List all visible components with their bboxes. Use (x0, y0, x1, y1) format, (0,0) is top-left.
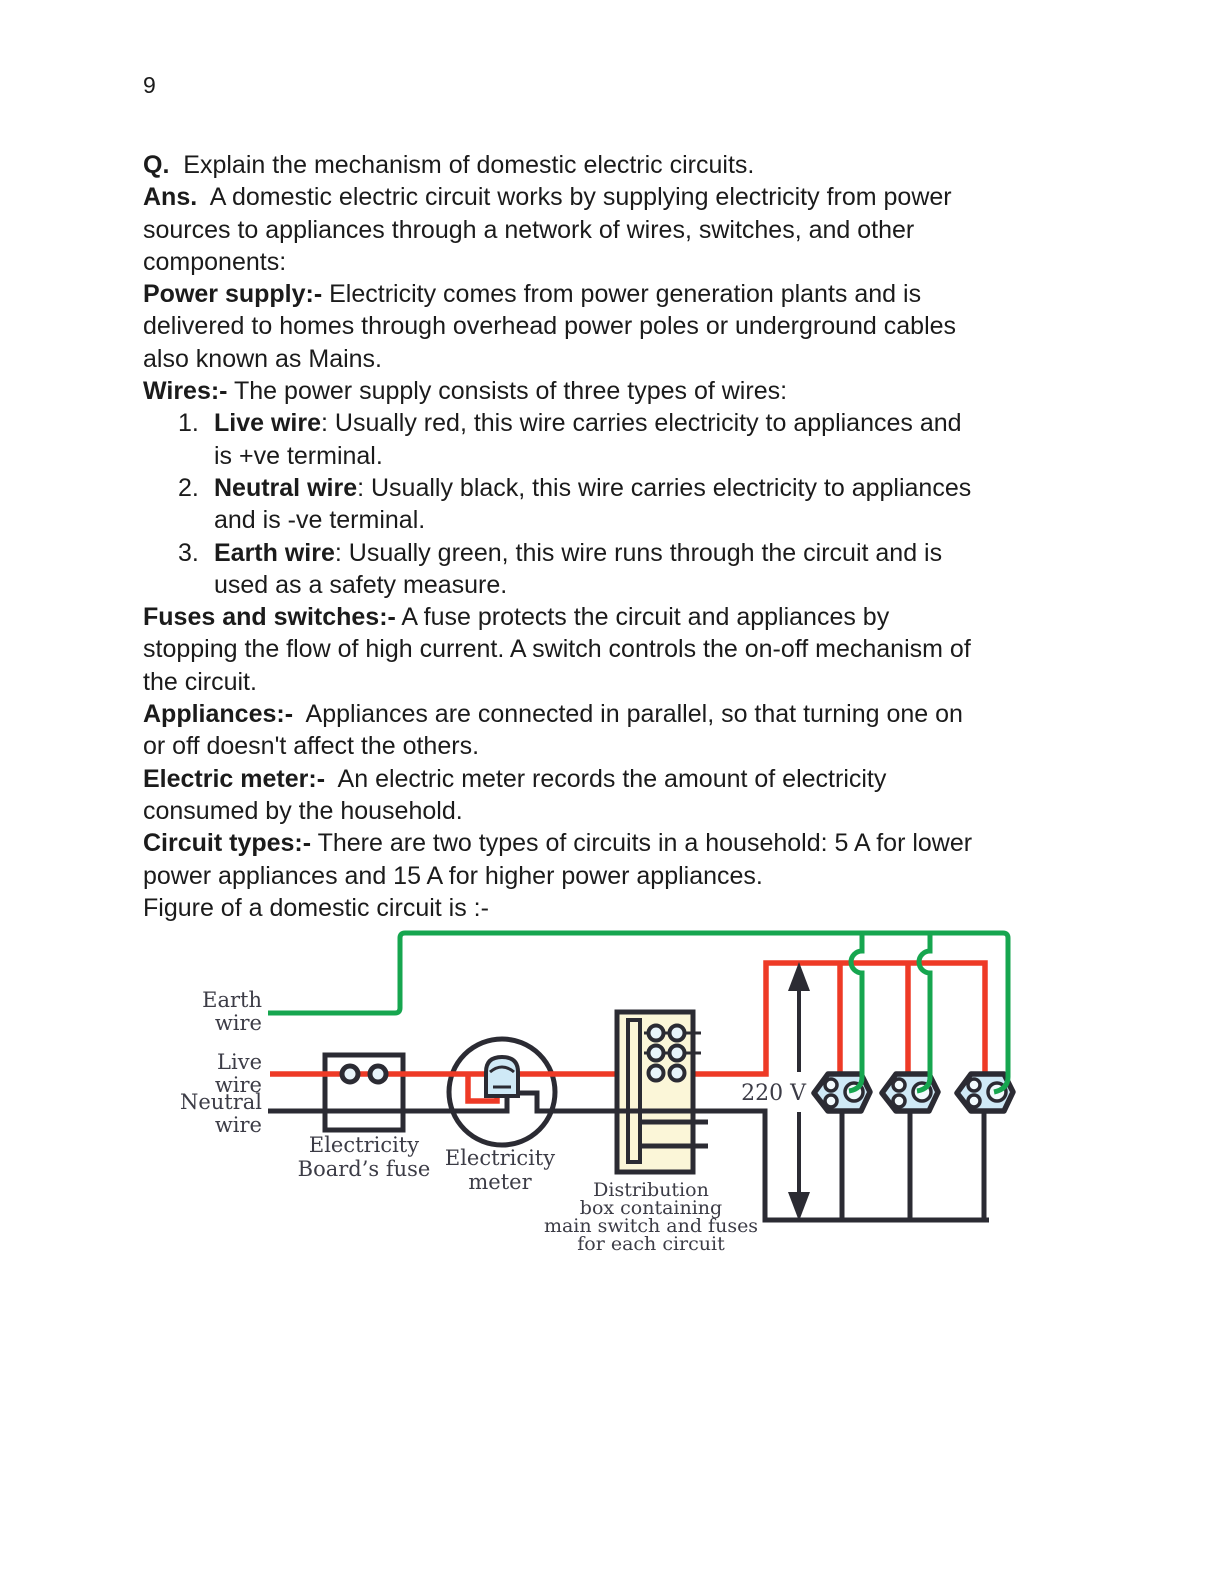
neutral-wire-label-2: wire (215, 1113, 262, 1137)
socket-2 (879, 1071, 941, 1114)
list-number: 3. (178, 538, 199, 567)
diagram-labels: Earth wire Live wire Neutral wire Electr… (180, 988, 807, 1255)
text-line: 3.Earth wire: Usually green, this wire r… (143, 537, 972, 569)
distribution-box-label-2: box containing (580, 1197, 722, 1219)
text-line: Figure of a domestic circuit is :- (143, 893, 489, 922)
text-line: Q. Explain the mechanism of domestic ele… (143, 151, 755, 179)
text-line: is +ve terminal. (214, 441, 383, 470)
live-wire-label: Live (217, 1050, 262, 1074)
text-line: Circuit types:- There are two types of c… (143, 829, 973, 858)
socket-1 (811, 1071, 873, 1114)
meter-element (484, 1054, 520, 1098)
meter-dial-arc (489, 1065, 515, 1074)
text-line: components: (143, 247, 287, 276)
list-number: 1. (178, 409, 199, 438)
arrowhead-down (788, 1192, 810, 1221)
text-line: and is -ve terminal. (214, 506, 426, 535)
text-line: or off doesn't affect the others. (143, 732, 480, 761)
earth-wire-drop-2 (916, 933, 933, 1094)
main-switch-bar (626, 1018, 642, 1164)
socket-holes (966, 1077, 1008, 1109)
distribution-box-label-4: for each circuit (577, 1233, 725, 1255)
voltage-arrow (788, 962, 810, 1221)
text-line: stopping the flow of high current. A swi… (143, 635, 971, 664)
domestic-circuit-diagram: Earth wire Live wire Neutral wire Electr… (180, 930, 1016, 1255)
voltage-label: 220 V (741, 1081, 807, 1106)
text-line: Ans. A domestic electric circuit works b… (143, 183, 952, 212)
text-line: 1.Live wire: Usually red, this wire carr… (143, 407, 972, 439)
electricity-board-fuse-box (322, 1052, 406, 1133)
text-line: 2.Neutral wire: Usually black, this wire… (143, 472, 972, 504)
distribution-box (614, 1009, 708, 1175)
earth-wire-label-2: wire (215, 1011, 262, 1035)
neutral-wire-path (268, 1090, 989, 1223)
neutral-wire-label: Neutral (180, 1090, 262, 1114)
text-line: Electric meter:- An electric meter recor… (143, 764, 887, 793)
meter-label: Electricity (445, 1146, 555, 1170)
text-line: Appliances:- Appliances are connected in… (143, 700, 963, 729)
meter-label-2: meter (468, 1170, 532, 1194)
text-line: also known as Mains. (143, 344, 383, 373)
live-wire-label-2: wire (215, 1073, 262, 1097)
earth-wire-drop-1 (848, 933, 865, 1094)
fuse-terminals (646, 1023, 687, 1083)
answer-text-block: Q. Explain the mechanism of domestic ele… (143, 149, 972, 924)
earth-wire-label: Earth (202, 988, 262, 1012)
live-wire-path (270, 960, 988, 1077)
board-fuse-label-2: Board’s fuse (298, 1157, 431, 1181)
text-line: power appliances and 15 A for higher pow… (143, 861, 763, 890)
text-line: consumed by the household. (143, 796, 463, 825)
board-fuse-beads (339, 1063, 389, 1085)
distribution-box-label: Distribution (593, 1179, 709, 1201)
text-line: Fuses and switches:- A fuse protects the… (143, 603, 890, 632)
list-number: 2. (178, 473, 199, 502)
text-line: Power supply:- Electricity comes from po… (143, 280, 922, 309)
socket-3 (954, 1071, 1016, 1114)
page-number: 9 (143, 72, 156, 98)
text-line: Wires:- The power supply consists of thr… (143, 377, 788, 406)
text-line: used as a safety measure. (214, 570, 508, 599)
text-line: sources to appliances through a network … (143, 215, 915, 244)
text-line: the circuit. (143, 667, 257, 696)
board-fuse-label: Electricity (309, 1133, 419, 1157)
earth-wire-path (268, 930, 1011, 1095)
arrowhead-up (788, 962, 810, 991)
text-line: delivered to homes through overhead powe… (143, 312, 957, 341)
distribution-box-label-3: main switch and fuses (544, 1215, 758, 1237)
